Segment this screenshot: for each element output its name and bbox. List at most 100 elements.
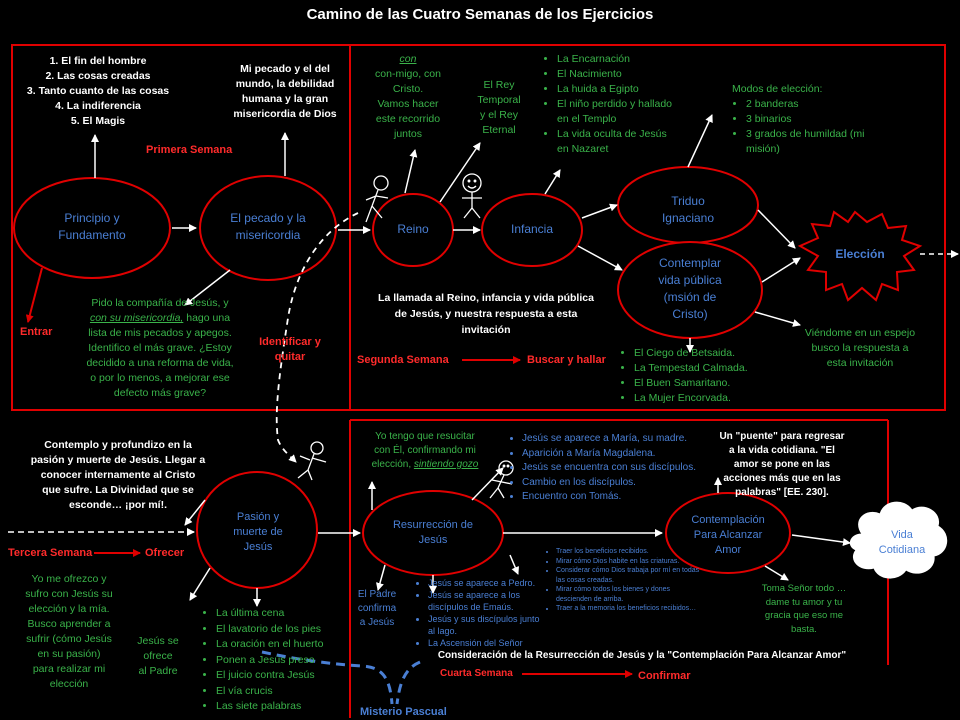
week4-resucitar-line: con Él, confirmando mi [374, 445, 476, 456]
week2-rey-line: y el Rey [480, 109, 518, 121]
week4-puente-note: Un "puente" para regresar a la vida coti… [706, 430, 858, 500]
node-eleccion-star[interactable] [797, 210, 923, 302]
week4-resucitar-underline: sintiendo gozo [413, 459, 479, 470]
node-contemplar-line1: Contemplar [658, 256, 722, 270]
week4-toma-line: dame tu amor y tu [765, 596, 843, 608]
node-infancia-ellipse[interactable] [481, 193, 583, 267]
figure-standing-icon [489, 460, 514, 499]
week1-pecado-note: Mi pecado y el del mundo, la debilidad h… [222, 62, 348, 122]
week2-rey-line: El Rey [483, 79, 515, 91]
node-contemplar-label[interactable]: Contemplar vida pública (msión de Cristo… [626, 255, 754, 323]
week2-modos-item: 3 binarios [746, 112, 882, 127]
week3-ofrezco-line: Busco aprender a [27, 618, 111, 630]
arrow-triduo-modos [687, 114, 713, 168]
week2-llamada-line: invitación [461, 324, 511, 336]
node-contemplacion-ellipse[interactable] [665, 492, 791, 574]
week2-modos-item: 3 grados de humildad (mi misión) [746, 127, 882, 157]
week1-list: 1. El fin del hombre 2. Las cosas creada… [18, 54, 178, 129]
week3-jesus-ofrece-line: Jesús se [137, 635, 179, 647]
week1-identificar-line: Identificar y [259, 336, 321, 348]
week3-contemplo-line: Contemplo y profundizo en la [44, 439, 192, 451]
week1-pido-line: decidido a una reforma de vida, [86, 357, 234, 369]
node-pecado-line2: misericordia [235, 228, 301, 242]
week4-resucitar-note: Yo tengo que resucitar con Él, confirman… [360, 430, 490, 472]
week1-pido-line: o por lo menos, a mejorar ese [90, 372, 230, 384]
node-eleccion-label[interactable]: Elección [835, 247, 885, 261]
week4-traer-item: Mirar cómo Dios habite en las criaturas. [556, 557, 704, 567]
week4-toma-line: gracia que eso me [764, 610, 844, 621]
node-contemplar-line3: (msión de [663, 290, 717, 304]
week3-ofrezco-line: elección [49, 678, 89, 690]
week4-traer-item: Considerar cómo Dios trabaja por mí en t… [556, 566, 704, 585]
week4-puente-line: acciones más que en las [723, 473, 841, 484]
node-pasion-label[interactable]: Pasión y muerte de Jesús [205, 510, 311, 555]
node-triduo-label[interactable]: Triduo Ignaciano [622, 193, 754, 227]
week3-contemplo-line: conocer internamente al Cristo [40, 469, 196, 481]
week2-publica-item: El Buen Samaritano. [634, 376, 794, 391]
week2-modos-item: 2 banderas [746, 97, 882, 112]
arrow-contemplar-espejo [754, 311, 801, 327]
node-vida-cloud[interactable] [849, 501, 948, 579]
node-contemplacion-line3: Amor [714, 544, 742, 556]
week2-modos: Modos de elección: 2 banderas 3 binarios… [732, 82, 882, 157]
week4-resucitar-line: elección, sintiendo gozo [360, 458, 490, 472]
week2-llamada: La llamada al Reino, infancia y vida púb… [356, 290, 616, 338]
week1-identificar-line: quitar [274, 351, 306, 363]
week4-resucitar-line: Yo tengo que resucitar [375, 431, 475, 442]
arrow-pasion-left [189, 567, 211, 601]
node-contemplacion-line1: Contemplación [691, 514, 765, 526]
node-pecado-label[interactable]: El pecado y la misericordia [205, 210, 331, 244]
week2-publica-item: El Ciego de Betsaida. [634, 346, 794, 361]
week2-espejo-line: Viéndome en un espejo [804, 327, 916, 339]
week1-list-item: 1. El fin del hombre [49, 55, 147, 67]
week2-llamada-line: La llamada al Reino, infancia y vida púb… [378, 292, 594, 304]
week4-consideracion: Consideración de la Resurrección de Jesú… [437, 650, 847, 661]
node-reino-label[interactable]: Reino [397, 222, 429, 236]
node-infancia-label[interactable]: Infancia [510, 222, 554, 236]
week3-ofrecer: Ofrecer [145, 547, 185, 559]
week1-pecado-note-line: humana y la gran [241, 93, 329, 105]
week3-pasion-item: El juicio contra Jesús [216, 668, 366, 684]
week2-infancia-item: El niño perdido y hallado en el Templo [557, 97, 677, 127]
node-triduo-line2: Ignaciano [661, 211, 715, 225]
node-principio-label[interactable]: Principio y Fundamento [30, 210, 154, 244]
week3-contemplo-line: que sufre. La Divinidad que se [42, 484, 194, 496]
week3-ofrezco-line: para realizar mi [32, 663, 106, 675]
node-resurreccion-line2: Jesús [418, 534, 448, 546]
week4-aparece2-list: Jesús se aparece a Pedro. Jesús se apare… [414, 577, 544, 649]
week2-buscar: Buscar y hallar [527, 354, 606, 366]
week3-pasion-item: Las siete palabras [216, 699, 366, 715]
week1-pido-line: lista de mis pecados y apegos. [88, 327, 232, 339]
week3-ofrezco-line: elección y la mía. [28, 603, 110, 615]
week2-modos-list: 2 banderas 3 binarios 3 grados de humild… [732, 97, 882, 157]
week1-pecado-note-line: mundo, la debilidad [235, 78, 335, 90]
node-principio-line1: Principio y [64, 211, 120, 225]
week3-ofrezco-line: Yo me ofrezco y [31, 573, 107, 585]
arrow-contemplacion-down [764, 565, 789, 581]
node-contemplar-line2: vida pública [658, 273, 722, 287]
week1-list-item: 4. La indiferencia [55, 100, 141, 112]
figure-smiling-icon [462, 173, 482, 219]
arrow-triduo-eleccion [757, 209, 796, 249]
week4-padre-line: confirma [357, 603, 397, 614]
week4-aparece2-item: Jesús y sus discípulos junto al lago. [428, 613, 544, 637]
arrow-resurreccion-rightdown [509, 554, 519, 575]
week2-con-line: Cristo. [392, 83, 424, 95]
week4-aparece-item: Cambio en los discípulos. [522, 476, 722, 491]
node-principio-ellipse[interactable] [13, 177, 171, 279]
week4-toma-line: basta. [791, 623, 817, 635]
week2-con-line: juntos [393, 128, 423, 140]
week1-list-item: 3. Tanto cuanto de las cosas [26, 85, 170, 97]
week3-label: Tercera Semana [8, 547, 93, 559]
node-pecado-line1: El pecado y la [230, 211, 306, 225]
week1-pido-line: Pido la compañía de Jesús, y [91, 297, 229, 309]
node-vida-label[interactable]: Vida Cotidiana [862, 528, 942, 558]
week2-con-line: Vamos hacer [377, 98, 439, 110]
node-resurreccion-label[interactable]: Resurrección de Jesús [370, 518, 496, 548]
node-contemplacion-label[interactable]: Contemplación Para Alcanzar Amor [672, 513, 784, 558]
week1-pido-line-rest: hago una [183, 312, 231, 324]
week2-espejo-line: busco la respuesta a [811, 342, 909, 354]
week2-con-line: con-migo, con [375, 68, 441, 80]
node-triduo-line1: Triduo [671, 194, 705, 208]
week1-list-item: 5. El Magis [70, 115, 126, 127]
